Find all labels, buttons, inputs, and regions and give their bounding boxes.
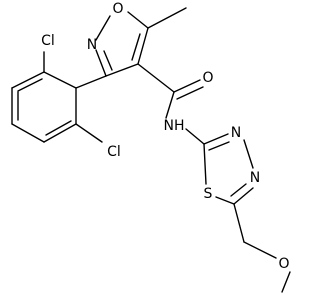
oxygen-isoxazole-label: O — [112, 1, 123, 17]
chlorine-bottom-label: Cl — [107, 144, 121, 160]
bond-n3-n4 — [243, 139, 254, 169]
bond-c4-c3 — [105, 63, 139, 77]
bond-o-c5 — [127, 11, 149, 29]
bond-c5-methyl — [147, 7, 187, 29]
bond-n4-c5-inner — [230, 183, 247, 197]
bond-s-c2 — [203, 143, 207, 185]
molecule-structure: O N Cl Cl O NH N N S O — [11, 1, 291, 293]
bond-ph-1-2 — [43, 71, 77, 89]
bond-ph-2-3-inner — [17, 78, 43, 92]
oxygen-carbonyl-label: O — [202, 70, 213, 86]
bond-ph-cl-bottom — [75, 123, 103, 143]
bond-ph-5-6-inner — [45, 120, 72, 136]
nitrogen-isoxazole-label: N — [87, 37, 97, 53]
bond-c5-ch2 — [233, 203, 245, 243]
chlorine-top-label: Cl — [41, 33, 55, 49]
bond-c2-n3 — [203, 133, 229, 145]
amide-nh-label: NH — [164, 118, 185, 134]
bond-c4-carbonyl — [137, 63, 175, 93]
bond-layer — [11, 7, 291, 293]
nitrogen-thiadiazole-left-label: N — [231, 125, 241, 141]
bond-o-methyl — [281, 271, 291, 293]
bond-c3-n-inner — [103, 50, 113, 71]
bond-ph-5-6 — [43, 123, 77, 143]
bond-co-double-2 — [176, 86, 204, 100]
bond-c5-s — [215, 196, 235, 205]
bond-c5-c4 — [137, 27, 149, 65]
bond-ch2-o — [243, 241, 277, 259]
bond-c3-ipso — [75, 75, 107, 89]
bond-carbonyl-n — [165, 91, 175, 119]
bond-n-o — [95, 15, 111, 41]
bond-n4-c5 — [233, 187, 254, 205]
oxygen-ether-label: O — [278, 256, 289, 272]
nitrogen-thiadiazole-right-label: N — [250, 170, 260, 186]
sulfur-thiadiazole-label: S — [204, 186, 213, 202]
bond-c2-n3-inner — [208, 141, 230, 151]
bond-n-thiadiazole — [185, 128, 205, 145]
bond-co-double-1 — [173, 79, 201, 93]
bond-c5-c4-inner — [131, 33, 141, 61]
bond-ph-2-3 — [11, 71, 45, 89]
bond-ph-4-5 — [11, 123, 45, 143]
bond-c3-n — [95, 49, 107, 77]
